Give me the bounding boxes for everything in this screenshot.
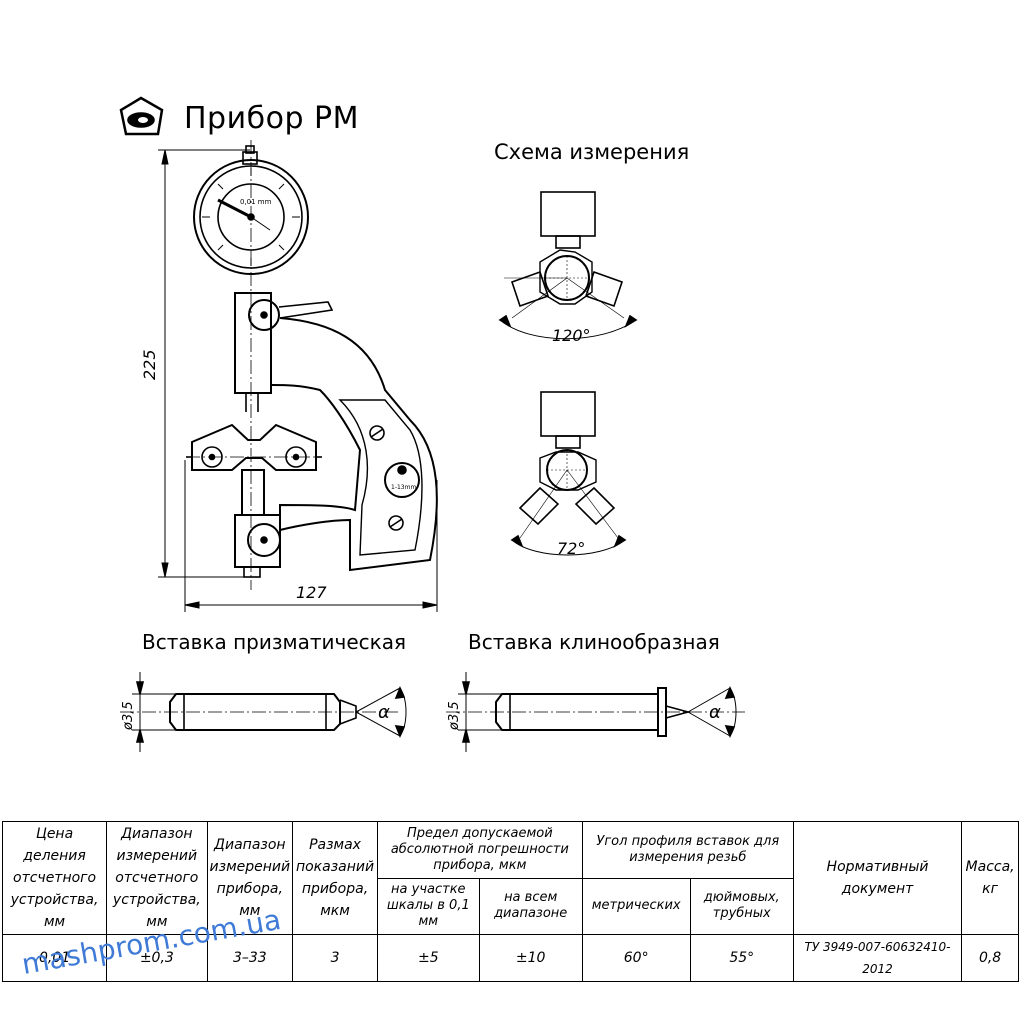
insert-prismatic-label: Вставка призматическая	[142, 630, 406, 654]
cell-standard: ТУ 3949-007-60632410-2012	[792, 934, 963, 982]
scheme-title: Схема измерения	[494, 140, 690, 164]
header-angle-inch: дюймовых, трубных	[689, 877, 794, 935]
dim-height: 225	[140, 349, 159, 380]
cell-device-range: 3–33	[206, 934, 294, 982]
header-spread: Размах показаний прибора, мкм	[292, 821, 378, 935]
cell-angle-metric: 60°	[581, 934, 691, 982]
dim-diameter-2: ø3,5	[447, 701, 462, 731]
cell-indicator-range: ±0,3	[106, 934, 208, 982]
cell-division: 0,01	[1, 934, 108, 982]
technical-drawing: 225 127 120° 72° ø3,5 ø3,5 α α 0,01 mm 1…	[119, 96, 745, 752]
indicator-range: 1-13mm	[391, 484, 416, 491]
cell-angle-inch: 55°	[689, 934, 794, 982]
header-angle-group: Угол профиля вставок для измерения резьб	[581, 821, 794, 879]
header-error-group: Предел допускаемой абсолютной погрешност…	[376, 821, 583, 879]
page-title: Прибор РМ	[184, 101, 360, 136]
spec-table: Цена деления отсчетного устройства, мм Д…	[1, 821, 1019, 982]
insert-wedge-label: Вставка клинообразная	[468, 630, 720, 654]
upper-anvil	[186, 423, 322, 471]
cell-spread: 3	[292, 934, 378, 982]
scheme-120	[498, 191, 638, 340]
prismatic-insert	[120, 672, 407, 752]
alpha-1: α	[378, 702, 390, 723]
wedge-insert	[446, 672, 745, 752]
header-standard: Нормативный документ	[792, 821, 963, 935]
cell-error-section: ±5	[376, 934, 480, 982]
header-division: Цена деления отсчетного устройства, мм	[1, 821, 108, 935]
table-row: 0,01 ±0,3 3–33 3 ±5 ±10 60° 55° ТУ 3949-…	[1, 934, 1019, 982]
cell-mass: 0,8	[961, 934, 1019, 982]
alpha-2: α	[709, 702, 721, 723]
header-angle-metric: метрических	[581, 877, 691, 935]
scheme-72	[510, 391, 627, 556]
dim-diameter-1: ø3,5	[121, 701, 136, 731]
header-mass: Масса, кг	[961, 821, 1019, 935]
cell-error-full: ±10	[478, 934, 583, 982]
indicator-unit: 0,01 mm	[240, 198, 272, 206]
dim-width: 127	[296, 583, 327, 602]
header-device-range: Диапазон измерений прибора, мм	[206, 821, 294, 935]
angle-72: 72°	[557, 539, 585, 558]
logo-icon	[119, 96, 164, 136]
angle-120: 120°	[552, 326, 591, 345]
header-error-full: на всем диапазоне	[478, 877, 583, 935]
header-error-section: на участке шкалы в 0,1 мм	[376, 877, 480, 935]
